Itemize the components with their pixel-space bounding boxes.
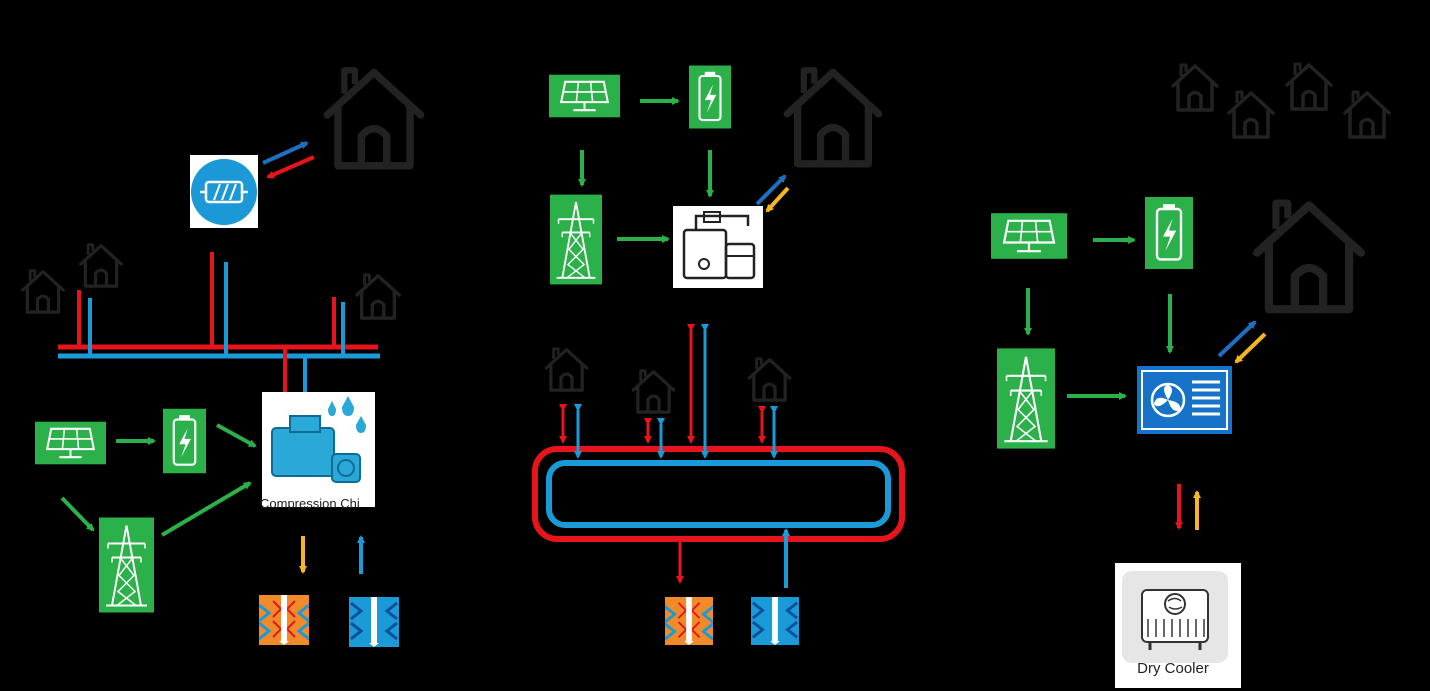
battery-icon bbox=[689, 64, 731, 130]
heat-pump-icon bbox=[673, 206, 763, 288]
house-icon bbox=[1171, 63, 1219, 112]
flow-arrow-blue bbox=[262, 141, 309, 165]
house-icon bbox=[631, 369, 676, 414]
panel-left bbox=[21, 70, 421, 647]
flow-arrow-yellow bbox=[1234, 332, 1267, 364]
outdoor-unit-icon bbox=[1137, 366, 1232, 434]
flow-arrow-red bbox=[266, 155, 315, 179]
compression-chiller-label: Compression Chi bbox=[260, 496, 360, 511]
house-icon bbox=[1227, 90, 1275, 139]
flow-arrow-green bbox=[160, 481, 252, 537]
battery-icon bbox=[1145, 197, 1193, 269]
solar-panel-icon bbox=[991, 211, 1067, 261]
flow-arrow-green bbox=[60, 496, 95, 532]
power-pylon-icon bbox=[550, 193, 602, 286]
heat-exchanger-icon bbox=[190, 155, 258, 228]
borehole-hot-icon bbox=[665, 597, 713, 645]
solar-panel-icon bbox=[35, 420, 106, 466]
power-pylon-icon bbox=[997, 347, 1055, 450]
house-icon bbox=[21, 269, 65, 314]
house-icon bbox=[327, 70, 420, 165]
flow-arrow-blue bbox=[755, 174, 787, 206]
house-icon bbox=[1257, 203, 1361, 309]
borehole-cold-icon bbox=[349, 597, 399, 647]
supply-ring-pipe bbox=[532, 446, 905, 542]
house-icon bbox=[355, 273, 401, 320]
solar-panel-icon bbox=[549, 73, 620, 119]
borehole-hot-icon bbox=[259, 595, 309, 645]
district-pipes bbox=[58, 252, 380, 420]
borehole-cold-icon bbox=[751, 597, 799, 645]
house-icon bbox=[787, 70, 879, 164]
flow-arrow-blue bbox=[1217, 320, 1257, 358]
house-icon bbox=[1343, 90, 1391, 139]
flow-arrow-green bbox=[216, 423, 257, 448]
house-icon bbox=[544, 347, 589, 392]
battery-icon bbox=[163, 407, 206, 475]
panel-right bbox=[991, 62, 1391, 688]
return-ring-pipe bbox=[546, 460, 891, 528]
house-icon bbox=[1285, 62, 1333, 111]
compression-chiller-icon bbox=[262, 392, 375, 507]
power-pylon-icon bbox=[99, 516, 154, 614]
panel-middle bbox=[532, 64, 905, 645]
house-connections bbox=[559, 324, 778, 459]
dry-cooler-icon bbox=[1115, 563, 1241, 688]
flow-arrow-yellow bbox=[765, 186, 790, 213]
dry-cooler-label: Dry Cooler bbox=[1137, 660, 1209, 677]
house-icon bbox=[747, 357, 792, 402]
house-icon bbox=[79, 243, 123, 288]
